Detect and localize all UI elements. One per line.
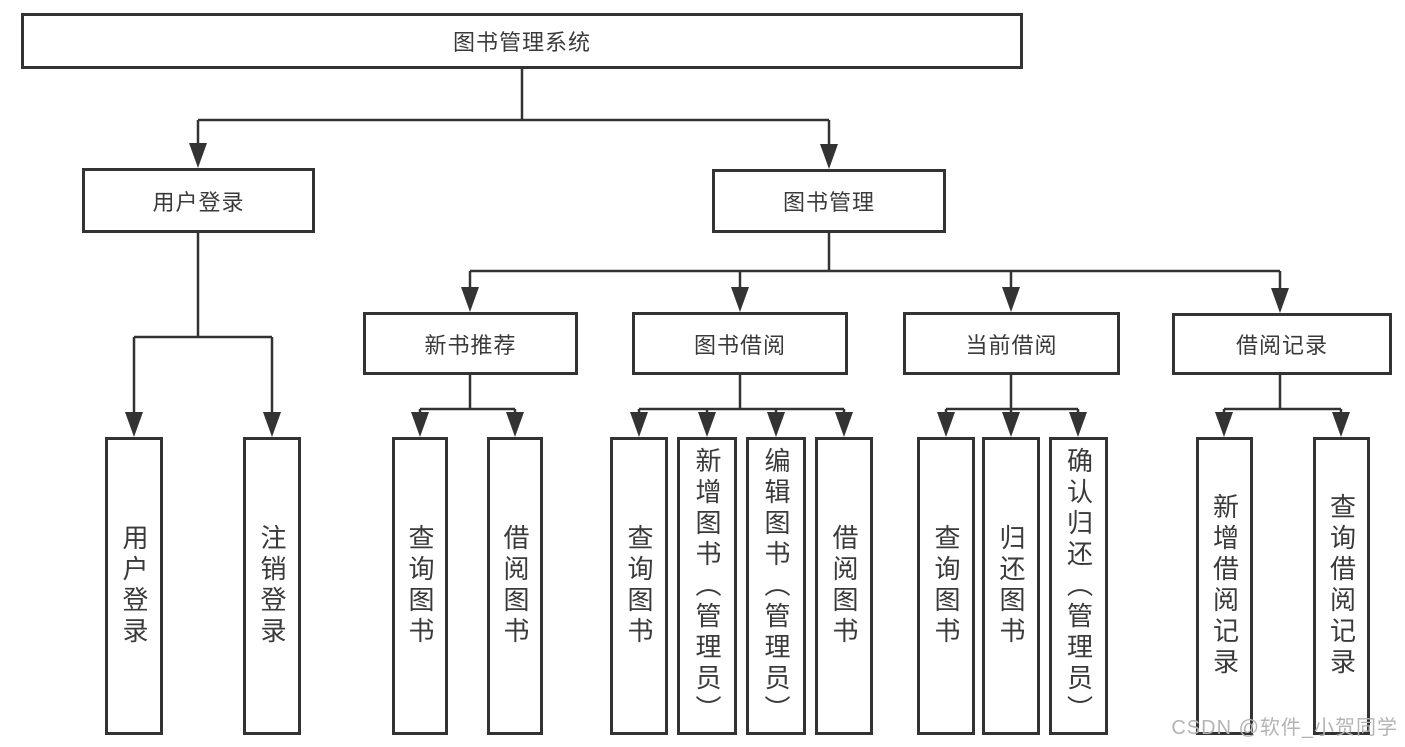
leaf-current-query-books: 查询图书 <box>917 437 975 735</box>
node-label: 借阅记录 <box>1235 333 1328 358</box>
leaf-label: 查询图书 <box>931 524 961 648</box>
leaf-records-add-record: 新增借阅记录 <box>1196 437 1253 735</box>
leaf-user-login: 用户登录 <box>105 437 163 735</box>
node-book-borrowing: 图书借阅 <box>632 312 848 375</box>
leaf-borrowing-query-books: 查询图书 <box>610 437 668 735</box>
node-library-management-system: 图书管理系统 <box>21 13 1023 69</box>
node-label: 用户登录 <box>152 189 245 215</box>
leaf-label: 借阅图书 <box>829 524 859 648</box>
leaf-current-confirm-return-admin: 确认归还（管理员） <box>1049 437 1108 735</box>
connector-borrow-records <box>1222 375 1343 416</box>
node-label: 图书管理 <box>782 190 875 215</box>
node-label: 图书管理系统 <box>452 30 591 55</box>
connector-root <box>196 69 831 147</box>
connector-book-management-arrowheads <box>461 287 1289 313</box>
leaf-label: 归还图书 <box>996 524 1026 648</box>
leaf-label: 编辑图书（管理员） <box>761 446 791 726</box>
leaf-current-return-books: 归还图书 <box>982 437 1040 735</box>
leaf-label: 确认归还（管理员） <box>1063 446 1094 726</box>
leaf-newbooks-borrow-books: 借阅图书 <box>487 437 543 735</box>
connector-new-book-recommend <box>418 375 517 416</box>
connector-book-borrowing <box>637 375 846 416</box>
leaf-label: 注销登录 <box>257 524 287 648</box>
connector-book-borrowing-arrowheads <box>630 412 853 437</box>
connector-current-borrowing-arrowheads <box>937 412 1087 437</box>
node-label: 图书借阅 <box>693 332 786 358</box>
leaf-borrowing-borrow-books: 借阅图书 <box>815 437 873 735</box>
leaf-records-query-record: 查询借阅记录 <box>1313 437 1370 735</box>
leaf-label: 借阅图书 <box>500 524 530 648</box>
node-book-management: 图书管理 <box>712 169 946 233</box>
connector-book-management <box>468 233 1282 291</box>
node-new-book-recommend: 新书推荐 <box>363 312 578 375</box>
node-current-borrowing: 当前借阅 <box>903 312 1120 375</box>
leaf-label: 查询图书 <box>405 524 435 648</box>
connector-new-book-recommend-arrowheads <box>411 412 524 437</box>
connector-user-login <box>132 233 274 415</box>
leaf-borrowing-edit-books-admin: 编辑图书（管理员） <box>746 437 806 735</box>
leaf-label: 新增图书（管理员） <box>692 446 722 726</box>
node-borrow-records: 借阅记录 <box>1172 313 1392 375</box>
leaf-borrowing-add-books-admin: 新增图书（管理员） <box>677 437 737 735</box>
connector-borrow-records-arrowheads <box>1215 412 1350 437</box>
node-label: 新书推荐 <box>424 332 517 358</box>
leaf-logout-login: 注销登录 <box>243 437 301 735</box>
leaf-label: 查询图书 <box>624 524 654 648</box>
node-label: 当前借阅 <box>965 332 1058 358</box>
connector-root-arrowheads <box>189 143 838 169</box>
leaf-label: 查询借阅记录 <box>1326 493 1357 679</box>
leaf-label: 用户登录 <box>119 524 149 648</box>
connector-user-login-arrowheads <box>125 412 281 437</box>
node-user-login: 用户登录 <box>82 168 315 233</box>
csdn-watermark: CSDN @软件_小贺同学 <box>1171 717 1398 739</box>
leaf-label: 新增借阅记录 <box>1209 493 1240 679</box>
connector-current-borrowing <box>944 375 1080 416</box>
leaf-newbooks-query-books: 查询图书 <box>392 437 448 735</box>
